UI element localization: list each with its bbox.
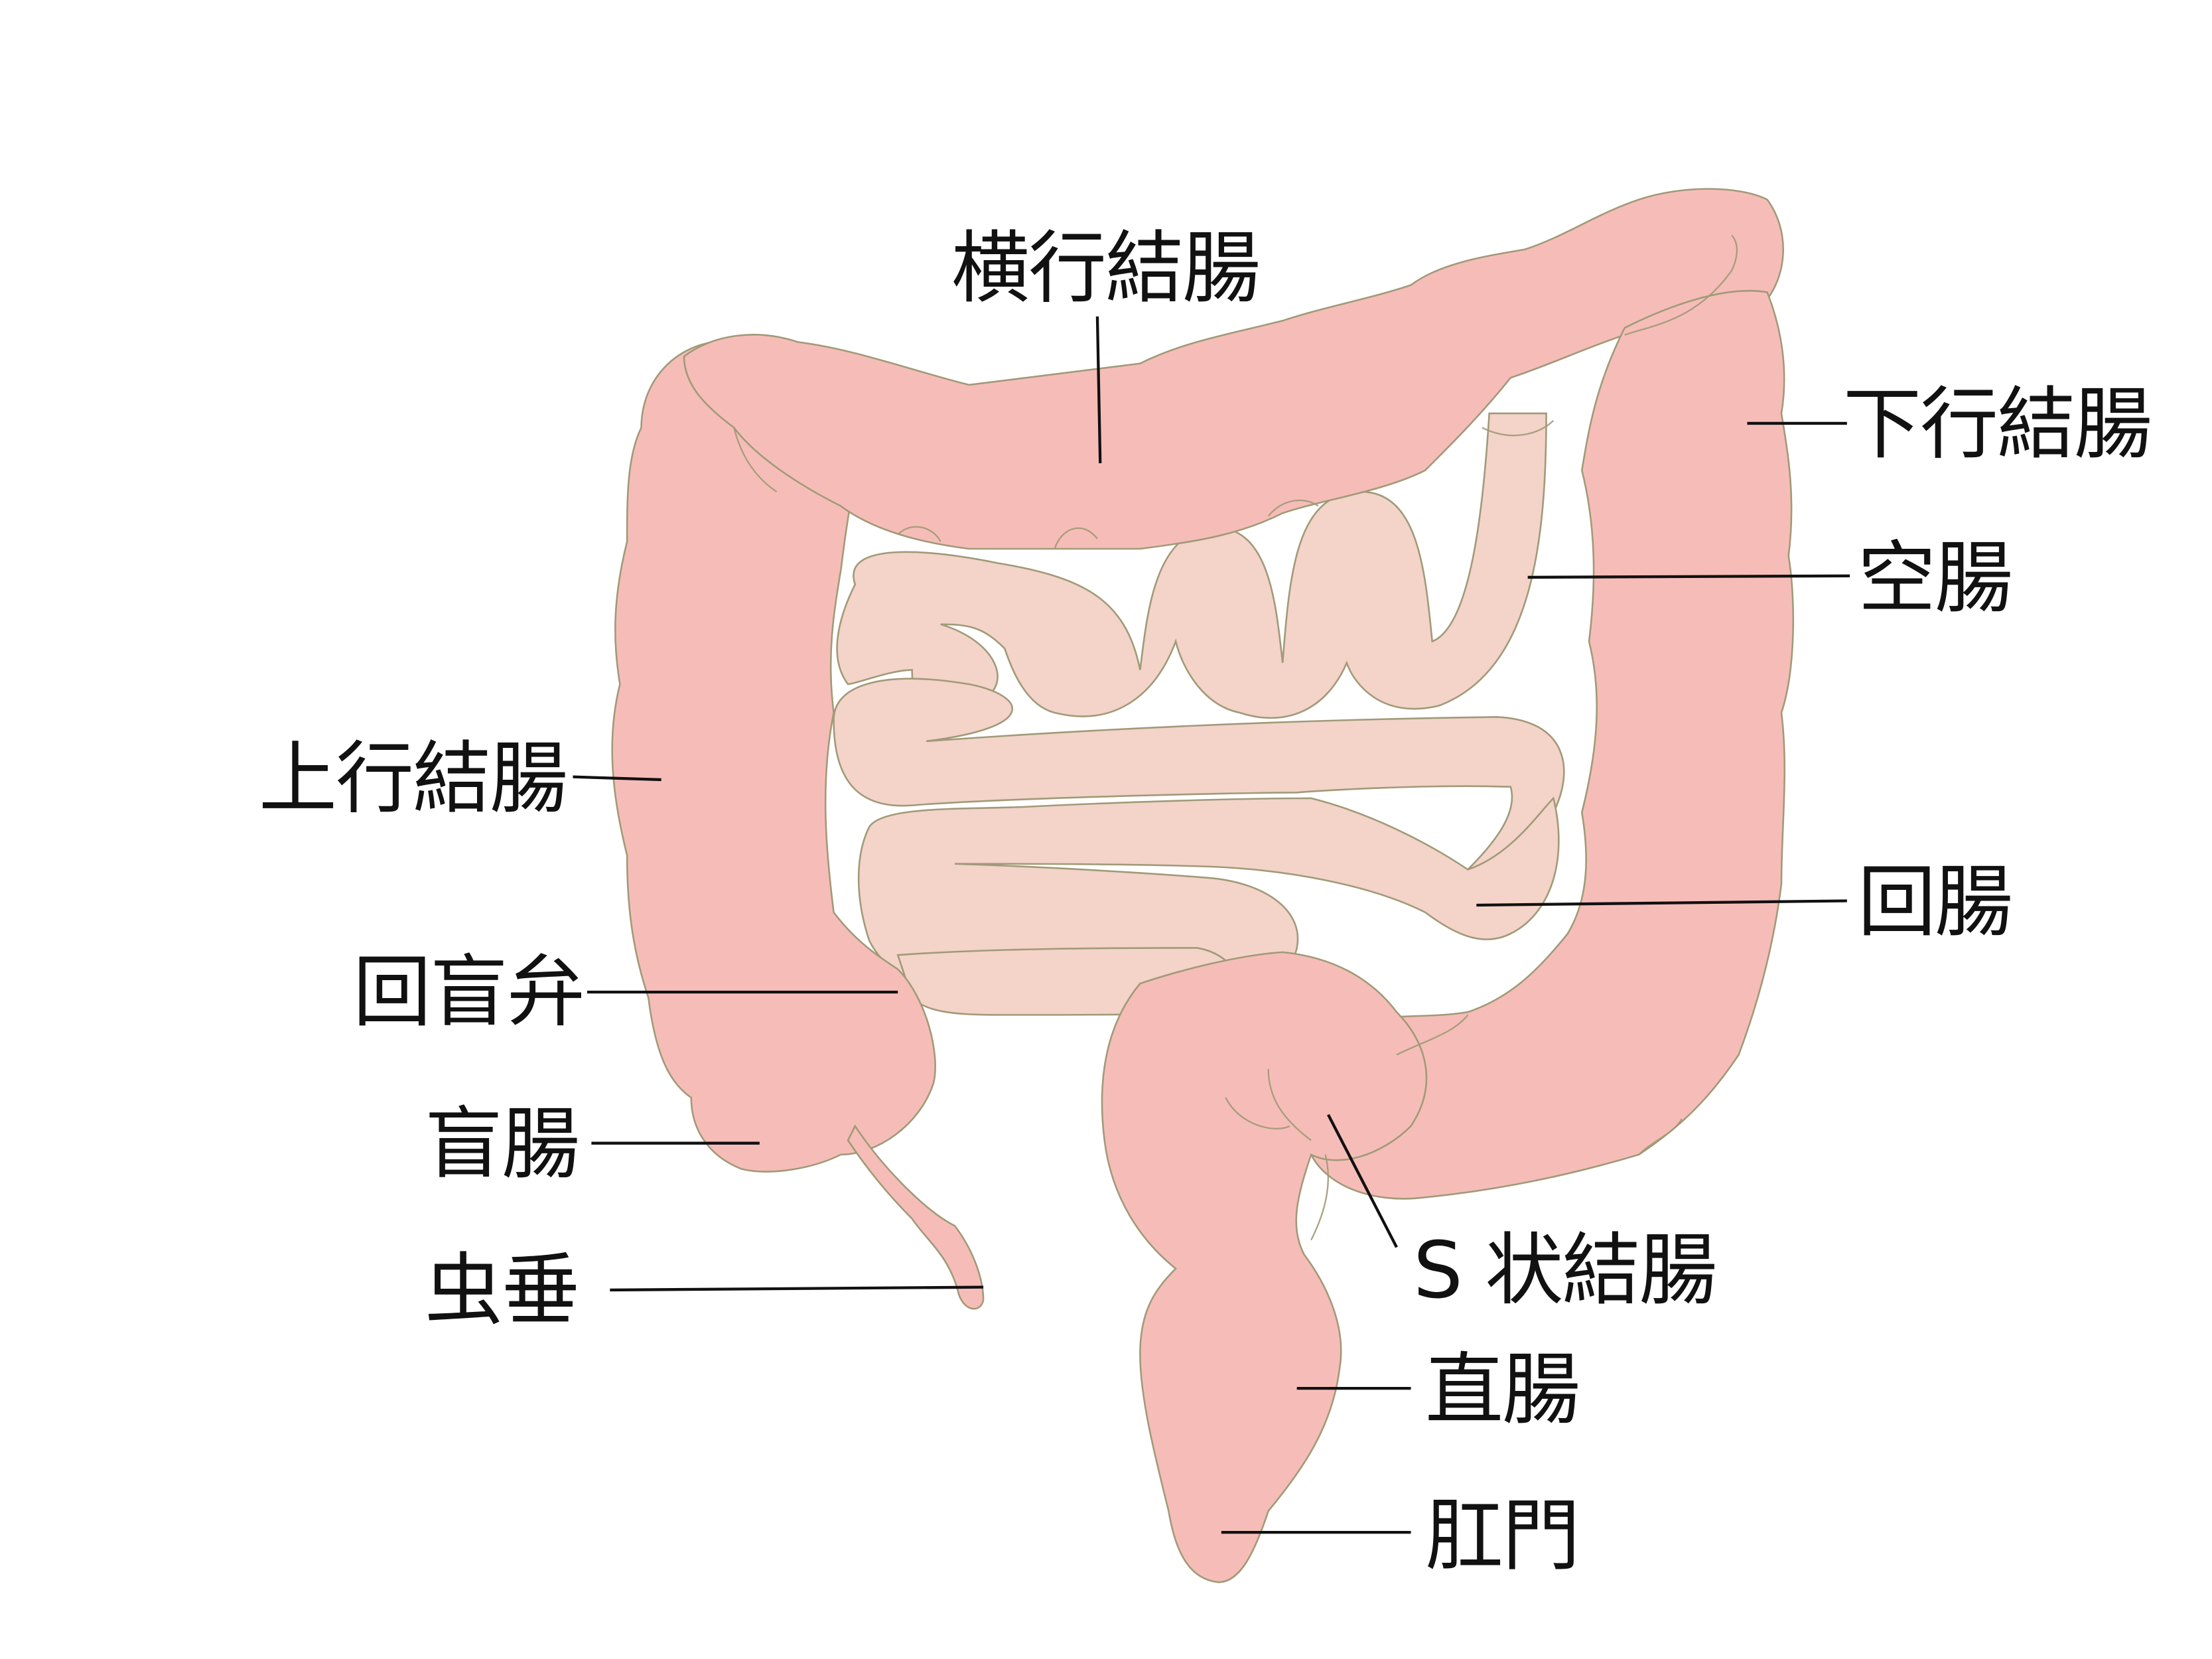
label-appendix: 虫垂	[425, 1244, 580, 1336]
leader-lines	[573, 316, 1850, 1534]
label-rectum: 直腸	[1425, 1344, 1580, 1435]
label-sigmoid-colon: S 状結腸	[1413, 1224, 1717, 1316]
label-jejunum: 空腸	[1858, 532, 2013, 624]
label-transverse-colon: 横行結腸	[951, 222, 1261, 314]
label-anus: 肛門	[1425, 1490, 1580, 1581]
label-ascending-colon: 上行結腸	[259, 733, 568, 824]
label-ileum: 回腸	[1858, 856, 2013, 948]
label-ileocecal-valve: 回盲弁	[353, 946, 585, 1038]
label-descending-colon: 下行結腸	[1843, 378, 2152, 470]
label-cecum: 盲腸	[425, 1098, 580, 1190]
large-intestine	[611, 188, 1795, 1583]
small-intestine	[833, 412, 1565, 1016]
